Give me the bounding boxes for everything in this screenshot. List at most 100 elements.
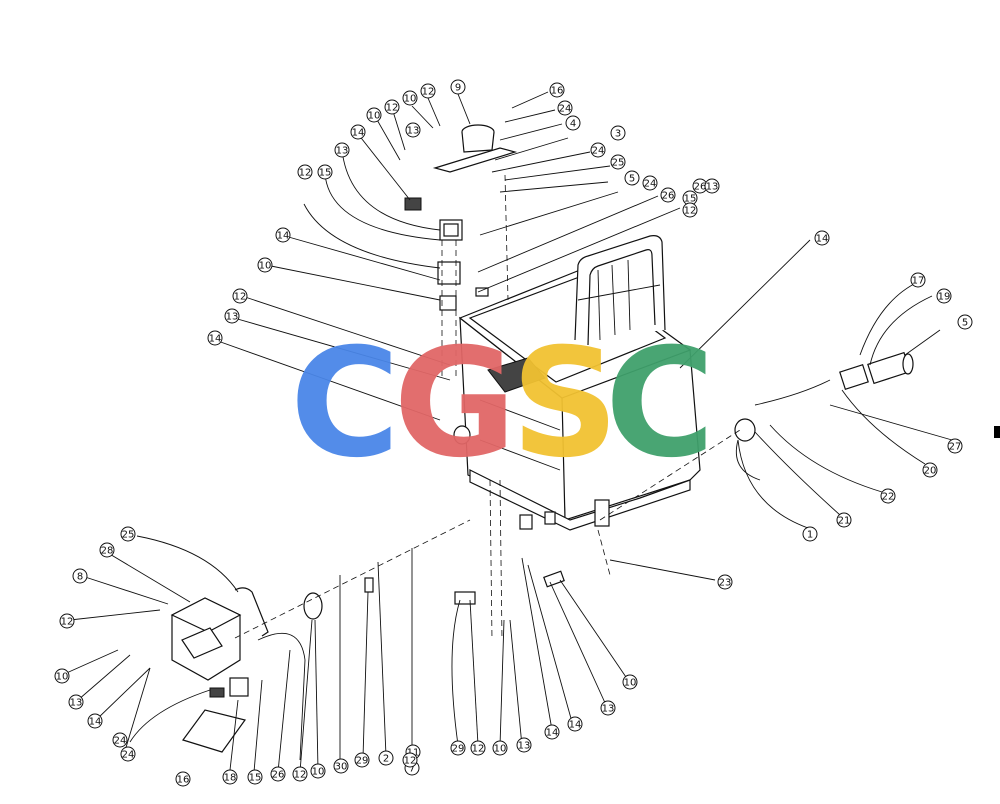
callout-circle	[567, 716, 583, 732]
callout-number: 12	[472, 744, 485, 755]
callout-circle	[59, 613, 75, 629]
callout-62: 14	[544, 724, 560, 740]
callout-circle	[450, 79, 466, 95]
callout-circle	[405, 122, 421, 138]
callout-number: 12	[404, 756, 417, 767]
callout-31: 5	[957, 314, 973, 330]
callout-21: 5	[624, 170, 640, 186]
callout-circle	[947, 438, 963, 454]
assembly-lines	[234, 174, 741, 641]
callout-circle	[936, 288, 952, 304]
callout-number: 12	[684, 206, 697, 217]
callout-circle	[354, 752, 370, 768]
callout-number: 13	[706, 182, 719, 193]
callout-5: 13	[405, 122, 421, 138]
callout-circle	[350, 124, 366, 140]
callout-circle	[378, 750, 394, 766]
callout-circle	[922, 462, 938, 478]
callout-number: 13	[407, 126, 420, 137]
callout-number: 16	[551, 86, 564, 97]
callout-number: 14	[546, 728, 559, 739]
callout-circle	[112, 732, 128, 748]
callout-circle	[544, 724, 560, 740]
callout-1: 10	[402, 90, 418, 106]
callout-number: 26	[662, 191, 675, 202]
callout-8: 12	[297, 164, 313, 180]
callout-49: 15	[247, 769, 263, 785]
callout-34: 22	[880, 488, 896, 504]
callout-number: 20	[924, 466, 937, 477]
callout-number: 13	[336, 146, 349, 157]
callout-circle	[880, 488, 896, 504]
callout-63: 14	[567, 716, 583, 732]
callout-circle	[297, 164, 313, 180]
callout-circle	[87, 713, 103, 729]
callout-number: 27	[949, 442, 962, 453]
callout-12: 13	[224, 308, 240, 324]
handrail	[574, 235, 666, 346]
callout-17: 4	[565, 115, 581, 131]
callout-10: 10	[257, 257, 273, 273]
callout-circle	[317, 164, 333, 180]
callout-35: 21	[836, 512, 852, 528]
callout-number: 14	[209, 334, 222, 345]
callout-39: 28	[99, 542, 115, 558]
callout-number: 13	[518, 741, 531, 752]
callout-55: 2	[378, 750, 394, 766]
callout-circle	[257, 257, 273, 273]
callout-circle	[310, 763, 326, 779]
callout-number: 24	[559, 104, 572, 115]
callout-circle	[450, 740, 466, 756]
callout-3: 12	[384, 99, 400, 115]
callout-number: 13	[602, 704, 615, 715]
callout-circle	[624, 170, 640, 186]
callout-number: 25	[122, 530, 135, 541]
leader-lines	[61, 91, 953, 773]
callout-0: 9	[450, 79, 466, 95]
callout-circle	[402, 90, 418, 106]
callout-circle	[557, 100, 573, 116]
callout-66: 12	[402, 752, 418, 768]
callout-29: 17	[910, 272, 926, 288]
callout-circle	[910, 272, 926, 288]
callout-20: 25	[610, 154, 626, 170]
callout-33: 20	[922, 462, 938, 478]
callout-circle	[836, 512, 852, 528]
callout-circle	[99, 542, 115, 558]
callout-number: 14	[816, 234, 829, 245]
callout-51: 12	[292, 766, 308, 782]
callout-number: 30	[335, 762, 348, 773]
callout-number: 26	[694, 182, 707, 193]
callout-11: 12	[232, 288, 248, 304]
callout-number: 14	[277, 231, 290, 242]
callout-number: 29	[452, 744, 465, 755]
callout-61: 13	[516, 737, 532, 753]
callout-number: 22	[882, 492, 895, 503]
callout-number: 12	[299, 168, 312, 179]
callout-number: 13	[70, 698, 83, 709]
callout-42: 10	[54, 668, 70, 684]
watermark-letter: S	[511, 317, 619, 491]
callout-number: 14	[89, 717, 102, 728]
callout-number: 28	[101, 546, 114, 557]
callout-number: 24	[122, 750, 135, 761]
callout-number: 10	[56, 672, 69, 683]
callout-circle	[420, 83, 436, 99]
callout-circle	[247, 769, 263, 785]
callout-number: 15	[684, 194, 697, 205]
callout-25: 15	[682, 190, 698, 206]
callout-circle	[68, 694, 84, 710]
callout-60: 10	[492, 740, 508, 756]
callout-2: 12	[420, 83, 436, 99]
callout-number: 12	[386, 103, 399, 114]
callout-number: 19	[938, 292, 951, 303]
callout-labels: 9101212101314131214101213141516244243255…	[54, 79, 973, 787]
callout-4: 10	[366, 107, 382, 123]
callout-number: 8	[77, 572, 83, 583]
callout-circle	[54, 668, 70, 684]
callout-64: 13	[600, 700, 616, 716]
callout-26: 12	[682, 202, 698, 218]
callout-32: 27	[947, 438, 963, 454]
callout-circle	[470, 740, 486, 756]
callout-number: 10	[494, 744, 507, 755]
